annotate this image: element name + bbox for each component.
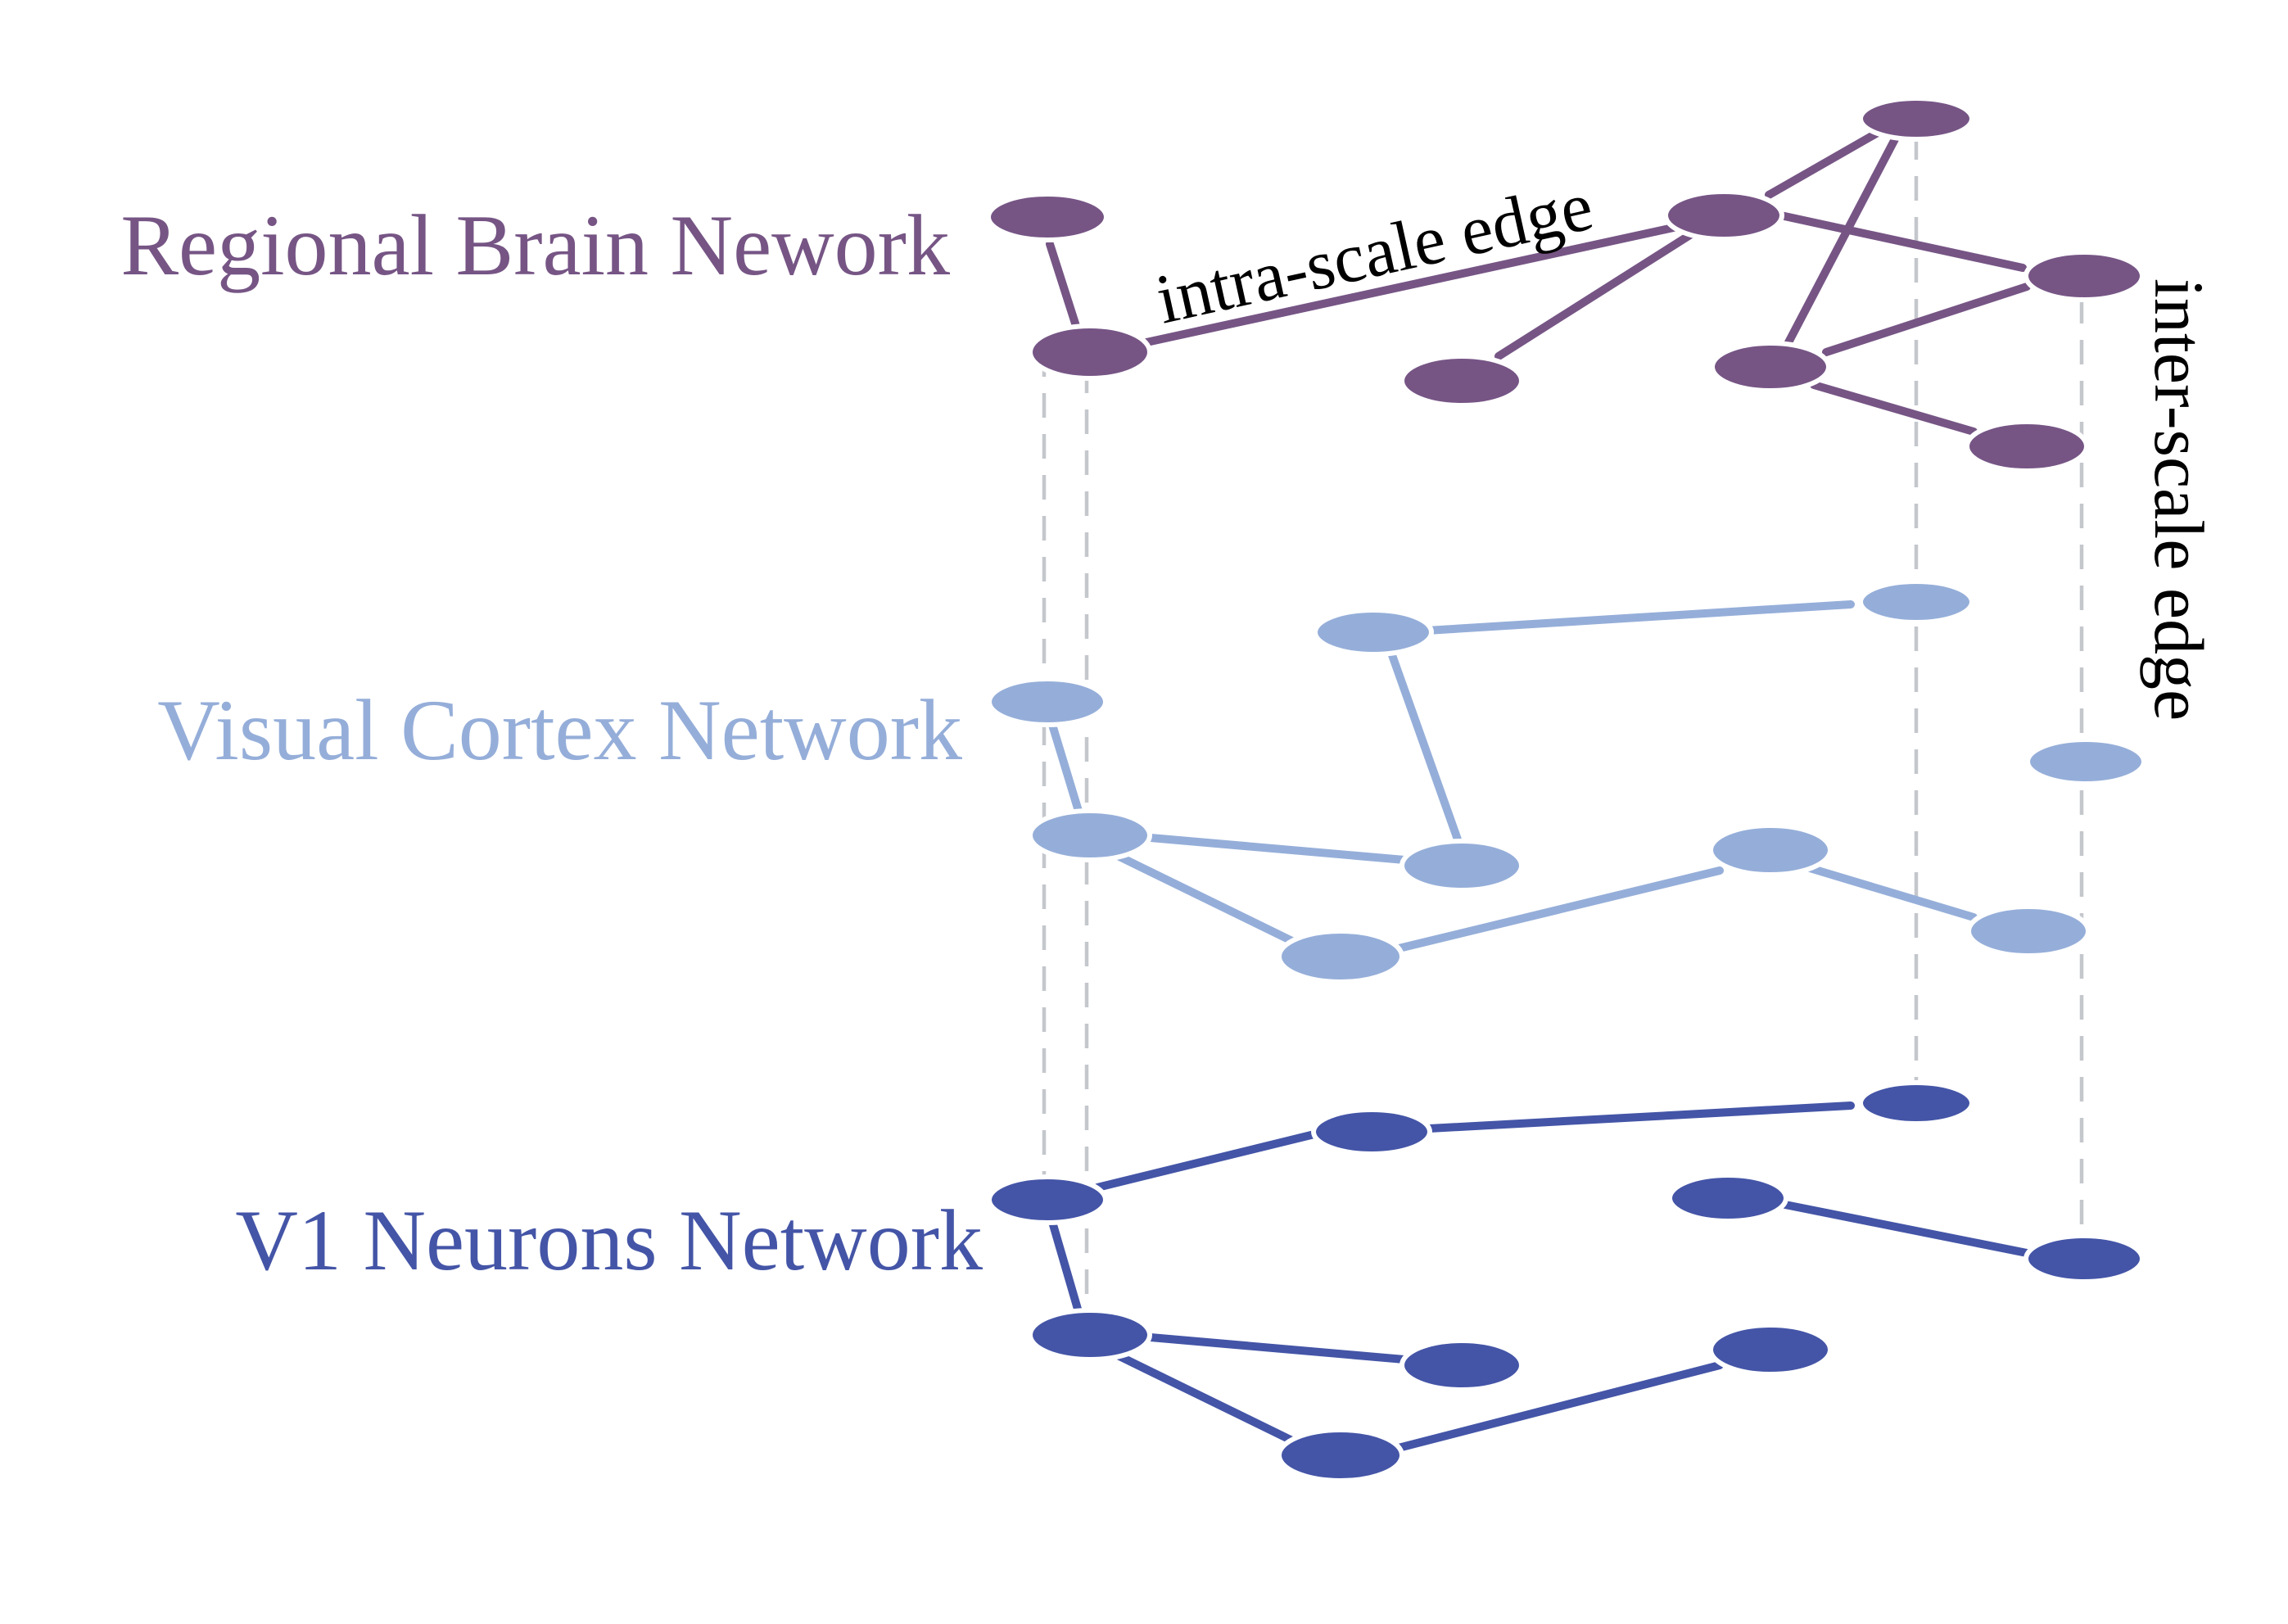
intra-scale-edge	[1810, 381, 1978, 436]
visual-edges	[1048, 600, 1978, 954]
visual-nodes	[987, 579, 2146, 984]
node	[1708, 823, 1833, 877]
intra-scale-edge	[1822, 283, 2031, 356]
intra-scale-edge	[1422, 600, 1855, 635]
node	[1399, 1338, 1524, 1392]
v1-layer-label: V1 Neurons Network	[235, 1192, 983, 1288]
v1-layer	[987, 1080, 2145, 1483]
node	[1966, 904, 2091, 958]
node	[1858, 579, 1974, 625]
visual-layer	[987, 579, 2146, 984]
node	[987, 1174, 1108, 1225]
node	[986, 192, 1109, 242]
intra-scale-edge	[1114, 852, 1306, 950]
node	[1028, 1308, 1152, 1362]
node	[1028, 323, 1152, 381]
intra-scale-edge	[1114, 1351, 1306, 1450]
v1-edges	[1048, 1102, 2031, 1454]
node	[1858, 1080, 1974, 1126]
inter-scale-edge-annotation: inter-scale edge	[2140, 278, 2218, 721]
intra-scale-edge	[1048, 1218, 1085, 1324]
node	[1965, 419, 2089, 473]
regional-nodes	[986, 96, 2145, 473]
node	[1277, 1427, 1404, 1483]
intra-scale-edge	[1048, 721, 1085, 823]
node	[1399, 354, 1524, 408]
intra-scale-edge	[1784, 133, 1900, 348]
node	[1710, 341, 1831, 393]
intra-scale-edge	[1773, 210, 2027, 272]
intra-scale-edge	[1093, 1130, 1318, 1192]
node	[1399, 839, 1524, 893]
node	[1277, 929, 1404, 984]
regional-layer	[986, 96, 2145, 473]
node	[1858, 96, 1974, 142]
node	[1667, 1173, 1788, 1224]
intra-scale-edge	[1425, 1102, 1855, 1133]
node	[1313, 608, 1434, 657]
intra-scale-edge	[1142, 217, 1707, 346]
visual-layer-label: Visual Cortex Network	[157, 682, 962, 778]
node	[987, 676, 1108, 727]
intra-scale-edge	[1806, 864, 1978, 921]
regional-layer-label: Regional Brain Nework	[120, 197, 950, 293]
node	[1311, 1107, 1432, 1156]
node	[1663, 189, 1784, 242]
intra-scale-edge	[1765, 125, 1888, 199]
intra-scale-edge	[1777, 1200, 2031, 1257]
node	[2025, 737, 2146, 786]
intra-scale-edge	[1388, 866, 1724, 954]
intra-scale-edge-annotation: intra-scale edge	[1149, 166, 1599, 339]
node	[2023, 250, 2145, 302]
intra-scale-edge	[1146, 1333, 1409, 1364]
intra-scale-edge	[1388, 1361, 1724, 1454]
node	[1708, 1323, 1833, 1377]
v1-nodes	[987, 1080, 2145, 1483]
inter-scale-edges	[1042, 135, 2084, 1335]
intra-scale-edge	[1388, 651, 1462, 844]
intra-scale-edge	[1146, 834, 1409, 864]
node	[1028, 808, 1152, 862]
intra-scale-edge	[1494, 228, 1699, 360]
node	[2023, 1233, 2145, 1284]
